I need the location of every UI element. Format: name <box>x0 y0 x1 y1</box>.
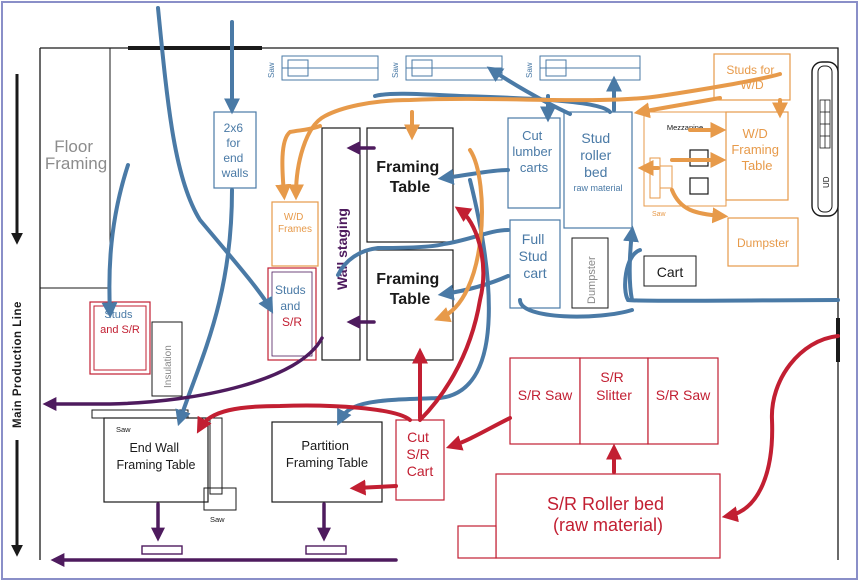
wd-framing-table-label: W/D Framing Table <box>731 126 782 173</box>
framing-table-2 <box>366 249 454 361</box>
insulation-box <box>151 321 183 397</box>
output-pad-right <box>305 545 347 555</box>
studs-sr-left-box <box>89 301 151 375</box>
mezzanine-saw-label: Saw <box>652 211 667 218</box>
framing-table-2-label: Framing Table <box>376 271 444 308</box>
sr-saw-left-label: S/R Saw <box>518 387 573 403</box>
sr-saw-right-box <box>647 357 719 445</box>
purple-flow-arrows <box>42 141 398 567</box>
cut-sr-cart-label: Cut S/R Cart <box>406 429 433 479</box>
studs-sr-center-box <box>267 267 317 361</box>
floor-framing-label: Floor Framing <box>45 137 107 173</box>
sr-roller-bed-box <box>495 473 721 559</box>
wd-framing-table-box <box>725 111 789 201</box>
cart-label: Cart <box>657 264 684 280</box>
framing-table-1-label: Framing Table <box>376 159 444 196</box>
end-wall-table-box <box>103 417 209 503</box>
full-stud-cart-box <box>509 219 561 309</box>
floor-framing-area <box>40 47 111 289</box>
cut-lumber-carts-box <box>507 117 561 209</box>
studs-sr-center-inner <box>271 271 313 357</box>
blue-flow-arrows <box>101 6 840 427</box>
sr-saw-right-label: S/R Saw <box>656 387 711 403</box>
orange-flow-arrows <box>275 72 788 323</box>
blue-arrow-to-roller <box>622 225 639 301</box>
mezzanine-saw-icon <box>649 157 673 199</box>
loading-dock <box>811 61 839 217</box>
mezzanine-box-2 <box>689 177 709 195</box>
insulation-label: Insulation <box>163 345 174 388</box>
dumpster-right-label: Dumpster <box>737 236 789 250</box>
wd-frames-box <box>271 201 319 267</box>
main-production-line-label: Main Production Line <box>12 301 24 428</box>
two-by-six-label: 2x6 for end walls <box>221 121 249 180</box>
cart-box <box>643 255 697 287</box>
sr-slitter-label: S/R Slitter <box>596 369 632 403</box>
stud-roller-bed-box <box>563 111 633 229</box>
top-saw-label-3: Saw <box>525 62 534 78</box>
framing-table-1 <box>366 127 454 243</box>
dumpster-vertical-label: Dumpster <box>586 256 598 304</box>
red-flow-arrows <box>196 206 840 523</box>
end-wall-saw-icon <box>91 409 237 511</box>
mezzanine-label: Mezzanine <box>667 123 703 132</box>
end-wall-saw-label-bottom: Saw <box>210 515 225 524</box>
dumpster-vertical-box <box>571 237 609 309</box>
sr-roller-bed-feed <box>457 525 497 559</box>
output-pad-left <box>141 545 183 555</box>
full-stud-cart-label: Full Stud cart <box>519 231 552 281</box>
wall-staging-label: Wall staging <box>334 208 350 290</box>
partition-table-label: Partition Framing Table <box>286 438 368 470</box>
cut-lumber-carts-label: Cut lumber carts <box>512 128 555 175</box>
top-saw-label-1: Saw <box>267 62 276 78</box>
end-wall-saw-label-top: Saw <box>116 425 131 434</box>
stud-roller-bed-label: Stud roller bed raw material <box>573 130 622 193</box>
end-wall-table-label: End Wall Framing Table <box>117 441 196 472</box>
studs-for-wd-box <box>713 53 791 101</box>
studs-sr-left-inner <box>93 305 147 371</box>
dock-label: UD <box>822 176 831 188</box>
cut-sr-cart-box <box>395 419 445 501</box>
top-saw-label-2: Saw <box>391 62 400 78</box>
sr-slitter-box <box>579 357 649 445</box>
dumpster-right-box <box>727 217 799 267</box>
top-saw-stations <box>281 55 641 81</box>
wd-frames-label: W/D Frames <box>278 212 312 235</box>
two-by-six-box <box>213 111 257 189</box>
building-outline <box>39 47 839 560</box>
studs-sr-center-label: Studs and S/R <box>275 283 309 329</box>
sr-roller-bed-label: S/R Roller bed (raw material) <box>547 494 669 535</box>
studs-sr-left-label: Studs and S/R <box>100 309 140 336</box>
